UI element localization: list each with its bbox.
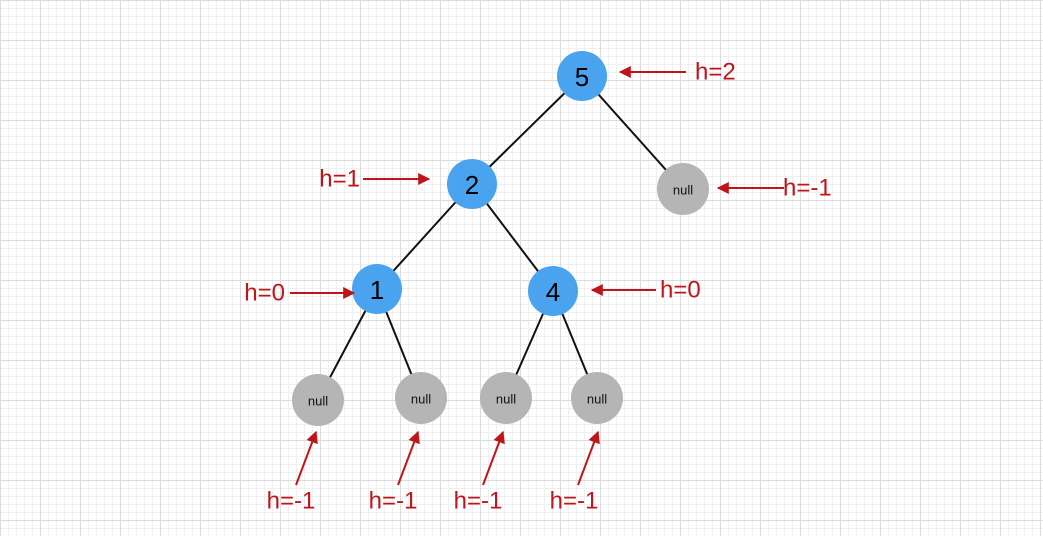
height-label: h=0 (660, 277, 701, 304)
node-circle (657, 163, 709, 215)
height-label: h=0 (244, 280, 285, 307)
null-node-n4-left-null: null (480, 372, 532, 424)
node-label: 2 (465, 170, 479, 200)
annotation-arrow (397, 430, 420, 486)
tree-node-n1: 1 (352, 264, 402, 314)
node-circle (528, 266, 578, 316)
node-circle (480, 372, 532, 424)
node-label: 5 (575, 62, 589, 92)
height-label: h=-1 (369, 488, 418, 515)
tree-edge-n5-to-n2 (471, 75, 583, 185)
height-annotation-n1-right-null: h=-1 (369, 430, 420, 515)
node-label: null (496, 392, 516, 407)
node-label: null (673, 183, 693, 198)
node-label: null (411, 392, 431, 407)
height-label: h=2 (695, 59, 736, 86)
annotation-arrow (577, 430, 600, 486)
height-annotations: h=2 h=1 h=-1 h=0 h=0 h=-1 h=-1 h=-1 h=-1 (244, 59, 831, 515)
height-annotation-n1-left-null: h=-1 (267, 430, 318, 515)
height-annotation-n5: h=2 (618, 59, 736, 86)
node-label: 4 (546, 277, 560, 307)
height-annotation-n1: h=0 (244, 280, 356, 307)
node-circle (395, 372, 447, 424)
tree-nodes: 5 2 null 1 4 null null null null (292, 51, 709, 426)
annotation-arrow (295, 430, 318, 486)
null-node-n1-left-null: null (292, 374, 344, 426)
annotation-arrow (482, 430, 505, 486)
node-label: 1 (370, 275, 384, 305)
height-label: h=-1 (267, 488, 316, 515)
height-annotation-n5-right-null: h=-1 (716, 175, 832, 202)
node-circle (571, 372, 623, 424)
height-annotation-n4: h=0 (590, 277, 701, 304)
null-node-n5-right-null: null (657, 163, 709, 215)
null-node-n4-right-null: null (571, 372, 623, 424)
height-label: h=-1 (454, 488, 503, 515)
tree-edges (317, 75, 684, 401)
node-circle (292, 374, 344, 426)
height-annotation-n4-right-null: h=-1 (550, 430, 600, 515)
node-label: null (587, 392, 607, 407)
height-label: h=-1 (550, 488, 599, 515)
node-circle (447, 159, 497, 209)
height-annotation-n4-left-null: h=-1 (454, 430, 505, 515)
height-annotation-n2: h=1 (319, 166, 431, 193)
null-node-n1-right-null: null (395, 372, 447, 424)
node-label: null (308, 394, 328, 409)
tree-node-n5: 5 (557, 51, 607, 101)
tree-node-n2: 2 (447, 159, 497, 209)
height-label: h=1 (319, 166, 360, 193)
node-circle (352, 264, 402, 314)
node-circle (557, 51, 607, 101)
tree-node-n4: 4 (528, 266, 578, 316)
height-label: h=-1 (783, 175, 832, 202)
